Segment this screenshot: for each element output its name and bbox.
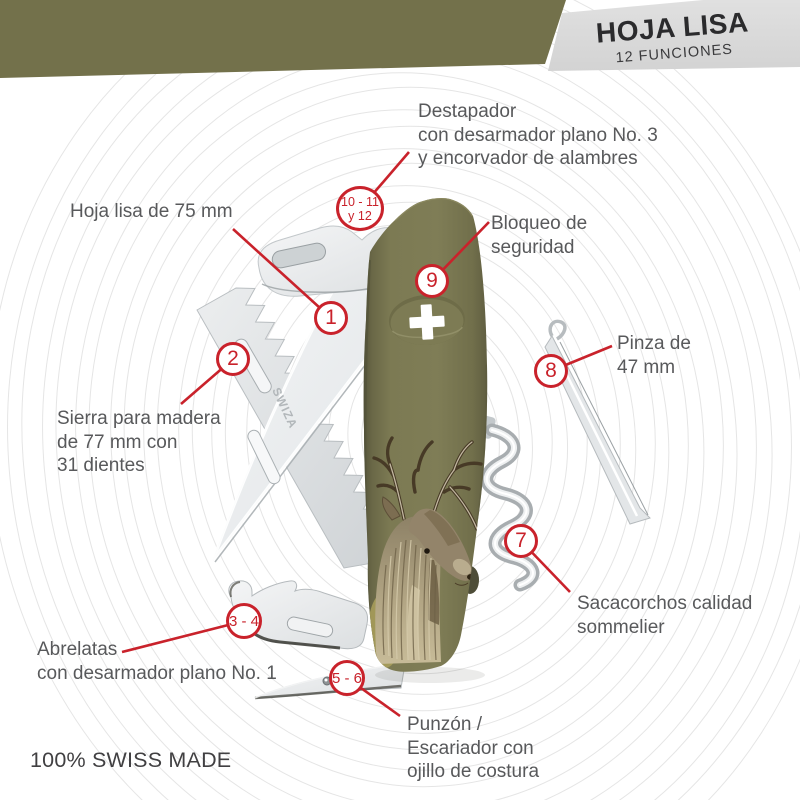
callout-circle-lock: 9 [415, 264, 449, 298]
label-can-opener: Abrelatas con desarmador plano No. 1 [37, 639, 277, 684]
label-awl: Punzón / Escariador con ojillo de costur… [407, 714, 540, 782]
can-opener-slot [286, 616, 334, 638]
callout-circle-awl: 5 - 6 [329, 660, 365, 696]
callout-circle-blade: 1 [314, 301, 348, 335]
callout-circle-can-opener: 3 - 4 [226, 603, 262, 639]
label-saw: Sierra para madera de 77 mm con 31 dient… [57, 408, 221, 476]
label-bottle-opener: Destapador con desarmador plano No. 3 y … [418, 101, 658, 169]
callout-circle-corkscrew: 7 [504, 524, 538, 558]
leader-blade [232, 228, 332, 319]
label-blade: Hoja lisa de 75 mm [70, 201, 233, 222]
olive-top-band [0, 0, 566, 78]
nail-nick [247, 429, 281, 485]
deer-artwork [372, 436, 483, 664]
banner-gray-band [548, 0, 800, 71]
tweezers [544, 319, 651, 525]
label-corkscrew: Sacacorchos calidad sommelier [577, 593, 753, 638]
swiss-cross-emblem [388, 294, 465, 346]
callout-circle-saw: 2 [216, 342, 250, 376]
label-tweezers: Pinza de 47 mm [617, 333, 691, 378]
swiss-cross-v [420, 304, 434, 340]
callout-circle-tweezers: 8 [534, 354, 568, 388]
leader-can-opener [121, 619, 245, 654]
sewing-eye-highlight [324, 678, 328, 682]
label-lock: Bloqueo de seguridad [491, 213, 588, 258]
swiss-made-text: 100% SWISS MADE [30, 748, 232, 772]
callout-circle-bottle-opener: 10 - 11 y 12 [336, 186, 384, 231]
opener-slot [271, 242, 326, 269]
